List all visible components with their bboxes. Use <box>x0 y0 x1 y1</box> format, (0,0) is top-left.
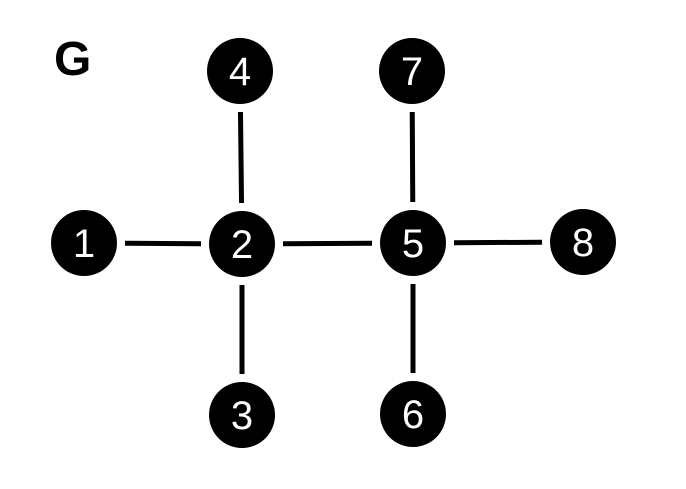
node-label-2: 2 <box>231 223 253 267</box>
node-circle-2 <box>209 211 275 277</box>
graph-node-5: 5 <box>380 210 446 276</box>
node-label-8: 8 <box>572 221 594 265</box>
graph-node-7: 7 <box>379 38 445 104</box>
edge-5-8 <box>453 239 543 246</box>
graph-node-1: 1 <box>51 210 117 276</box>
node-circle-1 <box>51 210 117 276</box>
graph-title-label: G <box>54 33 92 86</box>
edge-2-4 <box>237 111 245 204</box>
graph-node-8: 8 <box>550 209 616 275</box>
node-circle-6 <box>380 381 446 447</box>
node-circle-8 <box>550 209 616 275</box>
node-label-6: 6 <box>402 393 424 437</box>
graph-node-3: 3 <box>209 382 275 448</box>
node-label-1: 1 <box>73 222 95 266</box>
graph-node-6: 6 <box>380 381 446 447</box>
edge-5-7 <box>409 111 416 203</box>
graph-node-4: 4 <box>207 38 273 104</box>
node-circle-7 <box>379 38 445 104</box>
node-label-7: 7 <box>401 50 423 94</box>
edge-2-5 <box>282 240 373 247</box>
node-circle-5 <box>380 210 446 276</box>
node-label-5: 5 <box>402 222 424 266</box>
node-label-3: 3 <box>231 394 253 438</box>
node-circle-3 <box>209 382 275 448</box>
node-label-4: 4 <box>229 50 251 94</box>
graph-node-2: 2 <box>209 211 275 277</box>
node-circle-4 <box>207 38 273 104</box>
